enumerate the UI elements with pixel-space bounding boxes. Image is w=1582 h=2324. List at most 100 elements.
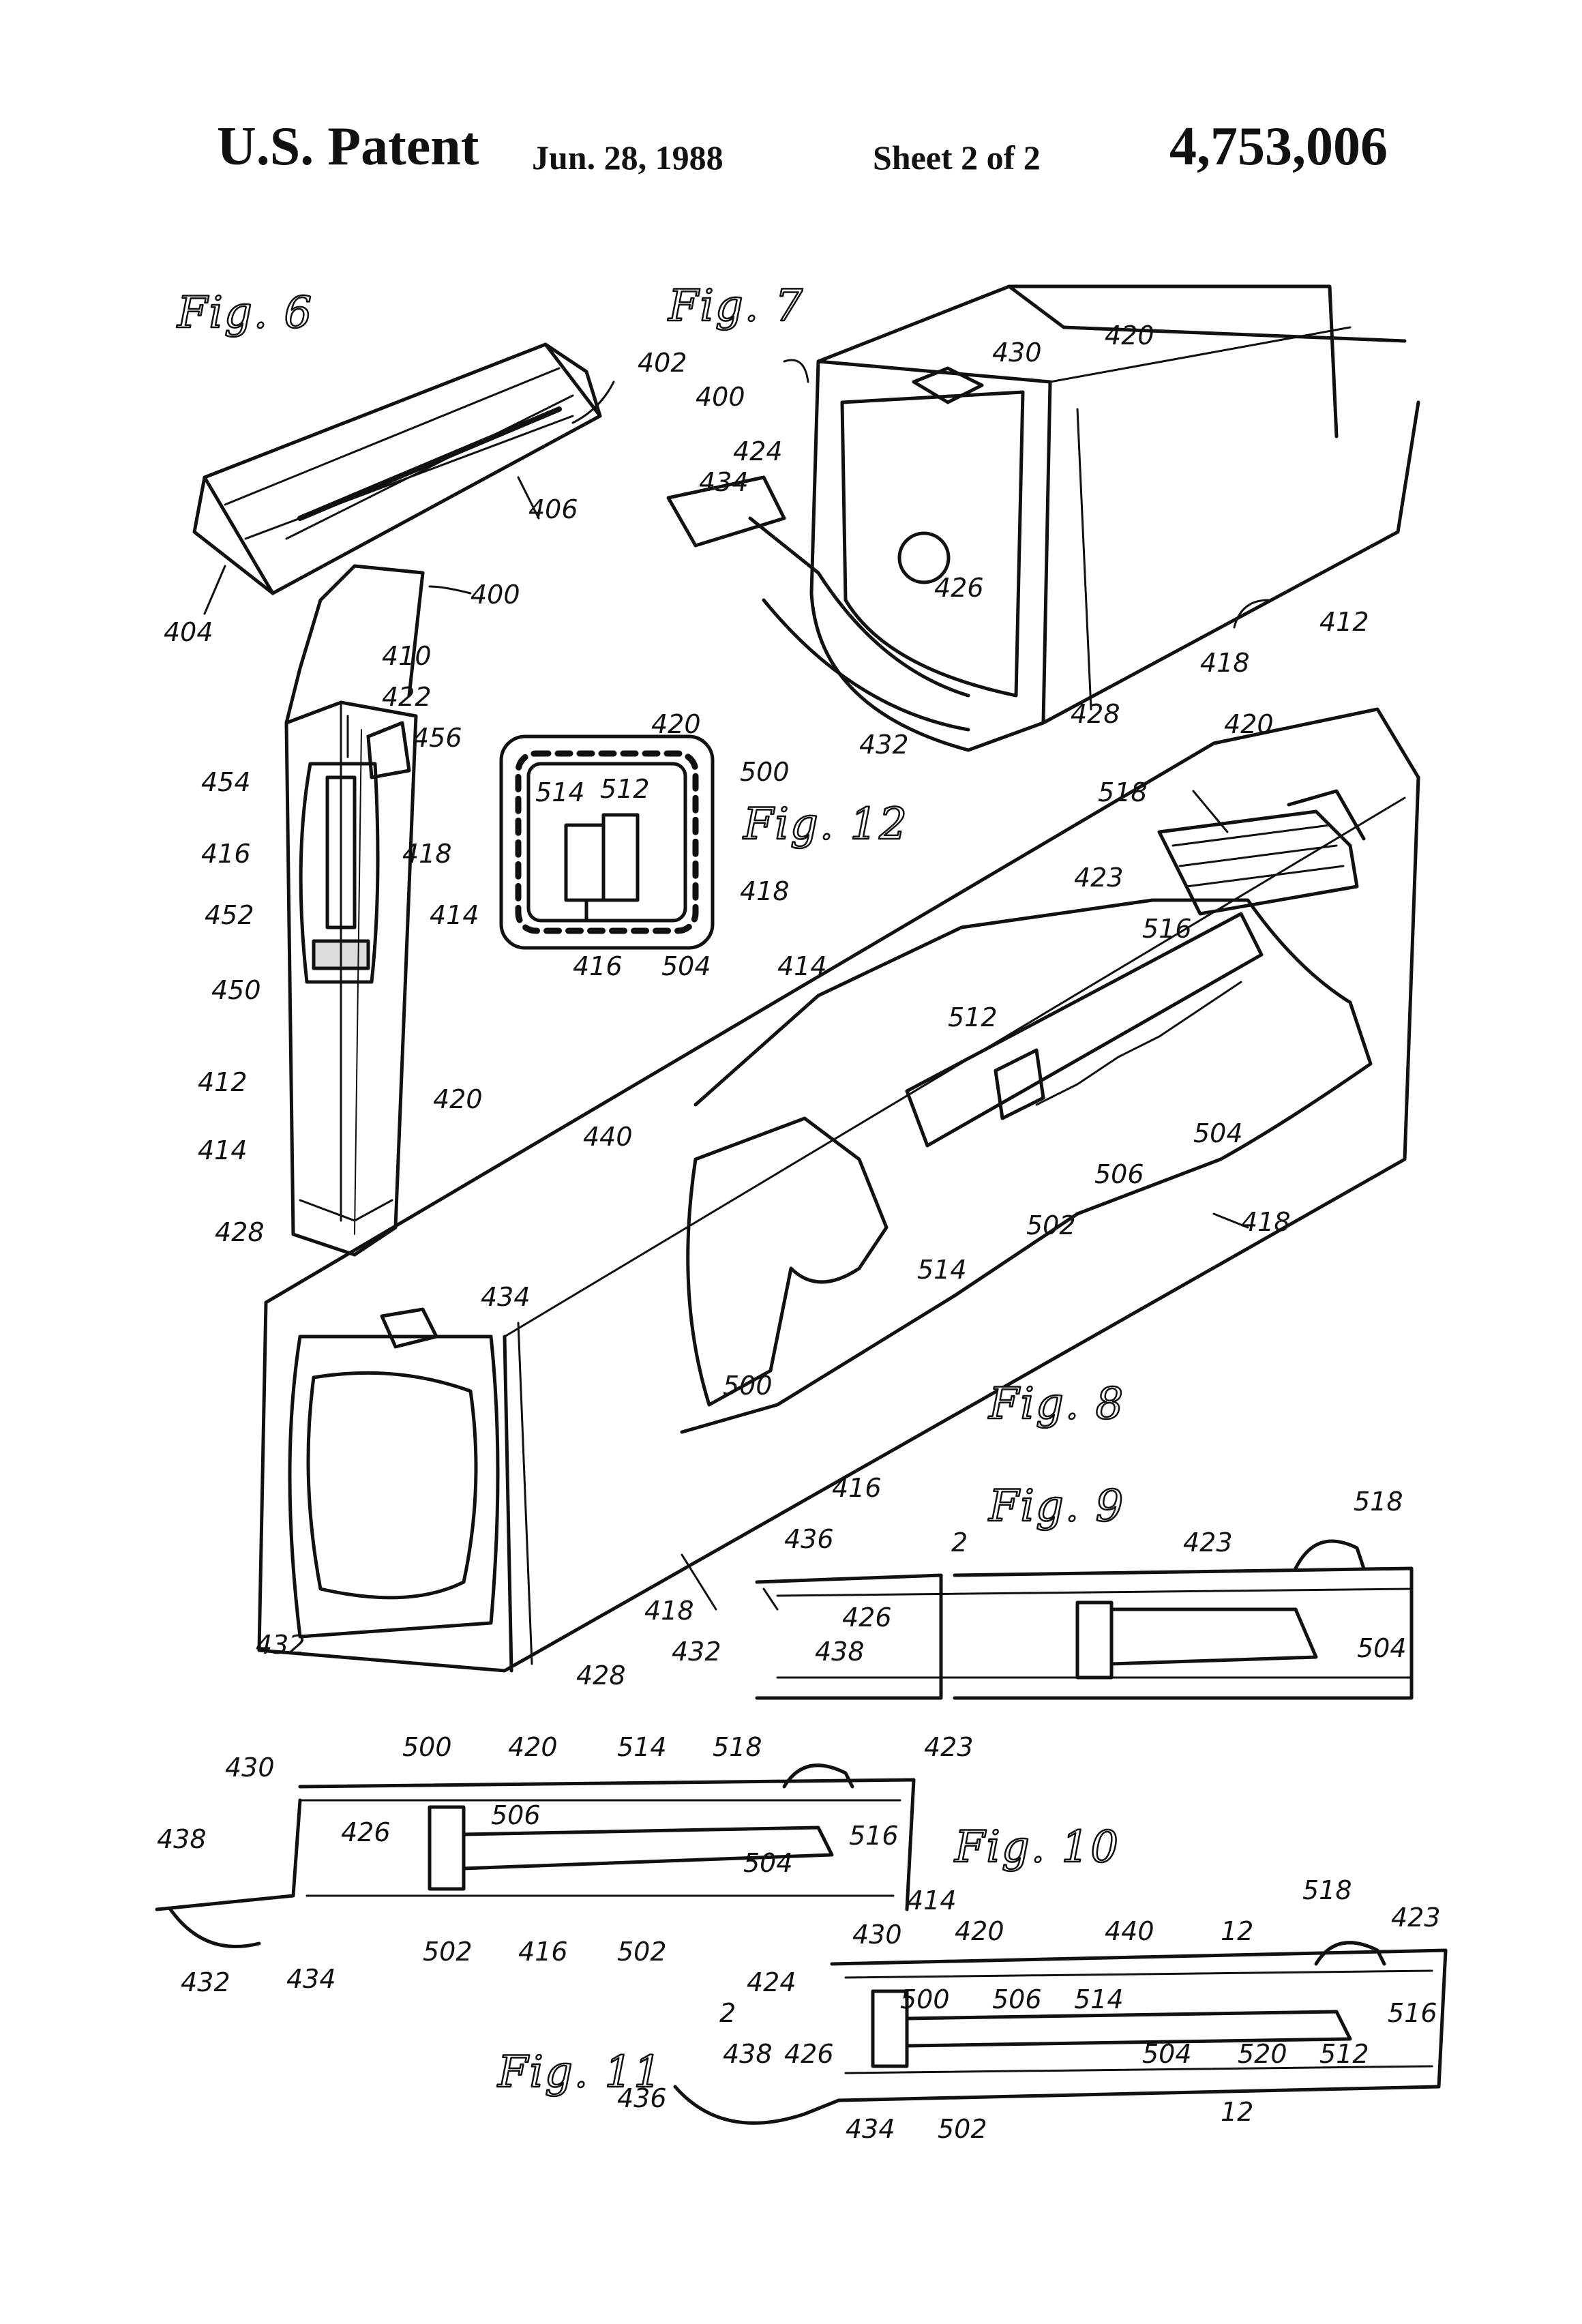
ref-label: 514	[617, 1732, 667, 1762]
ref-label: 500	[900, 1984, 950, 2014]
ref-label: 514	[535, 777, 585, 807]
ref-label: 518	[713, 1732, 762, 1762]
ref-label: 502	[617, 1937, 667, 1967]
ref-label: 516	[849, 1821, 899, 1851]
fig8-title: Fig. 8	[988, 1379, 1124, 1429]
ref-label: 420	[508, 1732, 558, 1762]
ref-label: 436	[784, 1524, 834, 1554]
ref-label: 418	[644, 1596, 694, 1626]
ref-label: 423	[1074, 863, 1124, 893]
ref-label: 432	[859, 730, 909, 760]
ref-label: 412	[198, 1067, 248, 1097]
ref-label: 506	[1094, 1159, 1144, 1189]
ref-label: 428	[215, 1217, 265, 1247]
ref-label: 516	[1388, 1998, 1437, 2028]
ref-label: 410	[382, 641, 432, 671]
ref-label: 512	[600, 774, 650, 804]
ref-label: 416	[518, 1937, 568, 1967]
ref-label: 502	[938, 2114, 987, 2144]
ref-label: 432	[672, 1637, 721, 1667]
ref-label: 414	[198, 1135, 248, 1165]
ref-label: 430	[225, 1753, 275, 1783]
ref-label: 500	[723, 1371, 773, 1401]
ref-label: 512	[948, 1002, 998, 1032]
ref-label: 416	[201, 839, 251, 869]
ref-label: 504	[1193, 1118, 1243, 1148]
ref-label: 426	[784, 2039, 834, 2069]
ref-label: 450	[211, 975, 261, 1005]
fig10-section	[157, 1766, 914, 1947]
ref-label: 418	[740, 876, 790, 906]
fig12-cross-section	[501, 736, 713, 948]
ref-label: 424	[747, 1967, 796, 1997]
ref-label: 420	[651, 709, 701, 739]
ref-label: 506	[491, 1800, 541, 1830]
ref-label: 420	[433, 1084, 483, 1114]
ref-label: 502	[1026, 1210, 1076, 1240]
fig9-title: Fig. 9	[988, 1481, 1124, 1532]
ref-label: 432	[256, 1630, 305, 1660]
ref-label: 520	[1238, 2039, 1287, 2069]
ref-label: 500	[402, 1732, 452, 1762]
ref-label: 2	[951, 1528, 968, 1558]
ref-label: 12	[1221, 1916, 1253, 1946]
ref-label: 402	[638, 348, 687, 378]
ref-label: 424	[733, 436, 783, 466]
ref-label: 440	[1105, 1916, 1154, 1946]
ref-label: 412	[1319, 607, 1369, 637]
ref-label: 414	[907, 1886, 957, 1916]
ref-label: 406	[528, 494, 578, 524]
ref-label: 504	[743, 1848, 793, 1878]
ref-label: 420	[1105, 321, 1154, 351]
ref-label: 418	[1241, 1207, 1291, 1237]
ref-label: 420	[1224, 709, 1274, 739]
ref-label: 440	[583, 1122, 633, 1152]
ref-label: 434	[699, 467, 749, 497]
ref-label: 426	[842, 1603, 892, 1633]
ref-label: 438	[723, 2039, 773, 2069]
ref-label: 514	[1074, 1984, 1124, 2014]
fig6-title: Fig. 6	[177, 288, 313, 338]
ref-label: 12	[1221, 2097, 1253, 2127]
ref-label: 423	[1391, 1903, 1441, 1933]
ref-label: 438	[815, 1637, 865, 1667]
ref-label: 514	[917, 1255, 967, 1285]
ref-label: 400	[696, 382, 745, 412]
ref-label: 512	[1319, 2039, 1369, 2069]
ref-label: 500	[740, 757, 790, 787]
fig12-title: Fig. 12	[743, 799, 908, 850]
ref-label: 423	[924, 1732, 974, 1762]
ref-label: 456	[413, 723, 462, 753]
ref-label: 428	[576, 1660, 626, 1690]
ref-label: 416	[573, 951, 623, 981]
ref-label: 430	[852, 1920, 902, 1950]
ref-label: 422	[382, 682, 432, 712]
ref-label: 400	[471, 580, 520, 610]
ref-label: 504	[1357, 1633, 1407, 1663]
ref-label: 420	[955, 1916, 1004, 1946]
ref-label: 504	[661, 951, 711, 981]
ref-label: 452	[205, 900, 254, 930]
fig10-title: Fig. 10	[954, 1822, 1120, 1873]
ref-label: 428	[1071, 699, 1120, 729]
ref-label: 434	[286, 1964, 336, 1994]
ref-label: 518	[1354, 1487, 1403, 1517]
ref-label: 2	[719, 1998, 736, 2028]
ref-label: 506	[992, 1984, 1042, 2014]
ref-label: 423	[1183, 1528, 1233, 1558]
ref-label: 426	[934, 573, 984, 603]
ref-label: 418	[402, 839, 452, 869]
ref-label: 516	[1142, 914, 1192, 944]
ref-label: 438	[157, 1824, 207, 1854]
ref-label: 430	[992, 338, 1042, 368]
ref-label: 518	[1098, 777, 1148, 807]
ref-label: 502	[423, 1937, 473, 1967]
figure-titles: Fig. 6 Fig. 7 Fig. 12 Fig. 8 Fig. 9 Fig.…	[177, 281, 1124, 2098]
ref-label: 432	[181, 1967, 230, 1997]
ref-label: 416	[832, 1473, 882, 1503]
ref-label: 426	[341, 1817, 391, 1847]
ref-label: 504	[1142, 2039, 1192, 2069]
ref-label: 434	[846, 2114, 895, 2144]
